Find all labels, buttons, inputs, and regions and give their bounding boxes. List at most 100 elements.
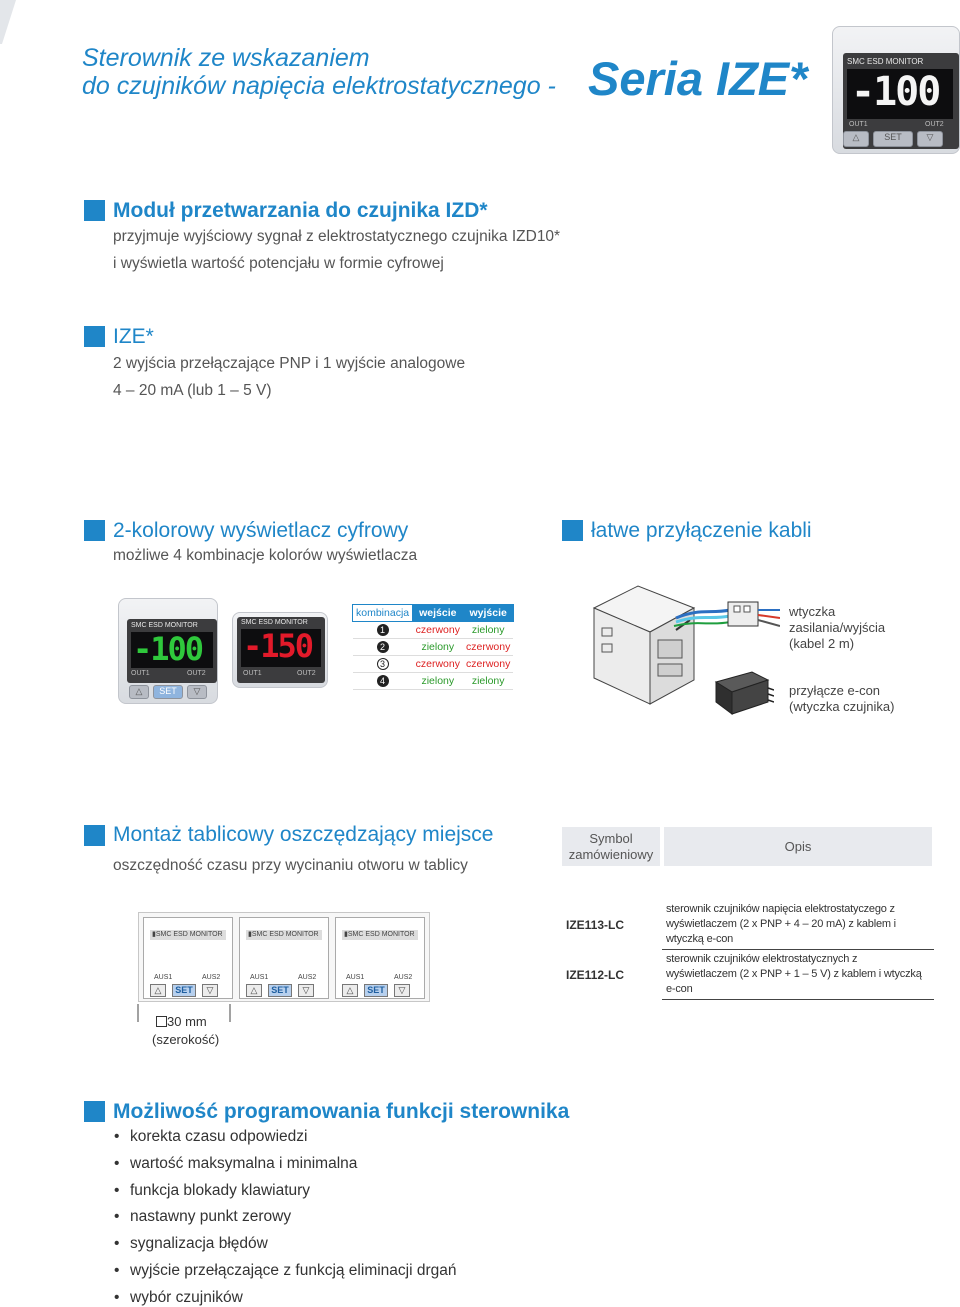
- dimension-label: 30 mm: [156, 1014, 207, 1029]
- econ-label-line1: przyłącze e-con: [789, 683, 881, 698]
- order-code: IZE113-LC: [566, 917, 625, 932]
- color-combination-table: kombinacja wejście wyjście 1 czerwony zi…: [351, 604, 514, 690]
- table-row: 1 czerwony zielony: [352, 621, 514, 639]
- series-title: Seria IZE*: [588, 52, 808, 105]
- display-heading: 2-kolorowy wyświetlacz cyfrowy: [113, 519, 409, 542]
- order-desc: sterownik czujników elektrostatycznych z…: [662, 949, 934, 1000]
- out1-label: OUT1: [849, 121, 868, 128]
- section-marker: [84, 200, 105, 221]
- dimension-line: [137, 1004, 231, 1022]
- list-item: wybór czujników: [112, 1285, 457, 1307]
- aus1-label: AUS1: [250, 974, 269, 981]
- lcd-display-green: -100: [133, 630, 204, 668]
- module-text-line2: i wyświetla wartość potencjału w formie …: [113, 255, 444, 272]
- table-row: 3 czerwony czerwony: [352, 655, 514, 673]
- table-row: IZE113-LC sterownik czujników napięcia e…: [562, 900, 934, 950]
- table-header: wyjście: [462, 604, 514, 622]
- input-color: czerwony: [412, 655, 463, 673]
- econ-label: przyłącze e-con (wtyczka czujnika): [789, 683, 894, 715]
- panel-text-line1: oszczędność czasu przy wycinaniu otworu …: [113, 857, 468, 874]
- combination-number: 1: [376, 624, 389, 636]
- plug-label-line2: zasilania/wyjścia: [789, 620, 886, 635]
- up-button: △: [150, 984, 166, 997]
- plug-label: wtyczka zasilania/wyjścia (kabel 2 m): [789, 604, 885, 652]
- table-header: kombinacja: [351, 604, 414, 622]
- out2-label: OUT2: [925, 121, 944, 128]
- feature-list: korekta czasu odpowiedzi wartość maksyma…: [112, 1124, 457, 1307]
- order-desc: sterownik czujników napięcia elektrostat…: [662, 900, 934, 950]
- corner-decoration: [0, 0, 16, 44]
- aus2-label: AUS2: [202, 974, 221, 981]
- output-color: czerwony: [462, 638, 514, 656]
- input-color: zielony: [412, 672, 463, 690]
- econ-connector-drawing: [714, 671, 774, 715]
- econ-label-line2: (wtyczka czujnika): [789, 699, 895, 714]
- model-label: ESD MONITOR: [867, 57, 924, 66]
- set-button: SET: [364, 984, 388, 997]
- list-item: sygnalizacja błędów: [112, 1231, 457, 1258]
- up-button: △: [342, 984, 358, 997]
- combination-number: 4: [376, 675, 389, 687]
- list-item: funkcja blokady klawiatury: [112, 1178, 457, 1205]
- table-header: wejście: [412, 604, 464, 622]
- program-heading: Możliwość programowania funkcji sterowni…: [113, 1100, 570, 1123]
- combination-number: 3: [376, 658, 389, 670]
- input-color: czerwony: [412, 621, 463, 639]
- order-code: IZE112-LC: [566, 967, 625, 982]
- set-button: SET: [172, 984, 196, 997]
- combination-number: 2: [376, 641, 389, 653]
- section-marker: [84, 1101, 105, 1122]
- down-button: ▽: [394, 984, 410, 997]
- output-color: zielony: [462, 621, 514, 639]
- up-button: △: [246, 984, 262, 997]
- down-button: ▽: [917, 131, 943, 147]
- panel-heading: Montaż tablicowy oszczędzający miejsce: [113, 823, 494, 846]
- output-color: zielony: [462, 672, 514, 690]
- lcd-display: -100: [851, 69, 941, 115]
- dimension-value: 30 mm: [167, 1014, 207, 1029]
- order-header-symbol: Symbol zamówieniowy: [562, 827, 664, 866]
- table-row: IZE112-LC sterownik czujników elektrosta…: [562, 949, 934, 1000]
- page-title-line2: do czujników napięcia elektrostatycznego…: [82, 72, 556, 100]
- table-row: 4 zielony zielony: [352, 672, 514, 690]
- output-color: czerwony: [462, 655, 514, 673]
- up-button: △: [843, 131, 869, 147]
- outputs-text-line1: 2 wyjścia przełączające PNP i 1 wyjście …: [113, 355, 466, 372]
- section-marker: [84, 520, 105, 541]
- aus2-label: AUS2: [394, 974, 413, 981]
- module-text-line1: przyjmuje wyjściowy sygnał z elektrostat…: [113, 228, 561, 245]
- cables-heading: łatwe przyłączenie kabli: [591, 519, 812, 542]
- display-text-line1: możliwe 4 kombinacje kolorów wyświetlacz…: [113, 547, 418, 564]
- section-marker: [562, 520, 583, 541]
- cable-connection-drawing: [592, 585, 780, 705]
- section-marker: [84, 825, 105, 846]
- aus1-label: AUS1: [154, 974, 173, 981]
- set-button: SET: [873, 131, 913, 147]
- input-color: zielony: [412, 638, 463, 656]
- list-item: wyjście przełączające z funkcją eliminac…: [112, 1258, 457, 1285]
- panel-buttons-row: △ SET ▽ △ SET ▽ △ SET ▽: [142, 982, 430, 1002]
- outputs-heading: IZE*: [113, 325, 154, 348]
- device-image-large: SMC ESD MONITOR -100 OUT1 OUT2 △ SET ▽: [832, 26, 960, 154]
- order-table: Symbol zamówieniowy Opis IZE113-LC stero…: [562, 827, 936, 1000]
- down-button: ▽: [298, 984, 314, 997]
- order-header-desc: Opis: [662, 827, 936, 866]
- plug-label-line3: (kabel 2 m): [789, 636, 855, 651]
- section-marker: [84, 326, 105, 347]
- plug-label-line1: wtyczka: [789, 604, 836, 619]
- page-title-line1: Sterownik ze wskazaniem: [82, 44, 370, 72]
- table-row: 2 zielony czerwony: [352, 638, 514, 656]
- outputs-text-line2: 4 – 20 mA (lub 1 – 5 V): [113, 382, 272, 399]
- set-button: SET: [268, 984, 292, 997]
- lcd-display-red: -150: [243, 627, 314, 665]
- aus1-label: AUS1: [346, 974, 365, 981]
- aus2-label: AUS2: [298, 974, 317, 981]
- device-image-red: SMC ESD MONITOR -150 OUT1 OUT2: [232, 612, 328, 688]
- list-item: wartość maksymalna i minimalna: [112, 1151, 457, 1178]
- down-button: ▽: [202, 984, 218, 997]
- device-image-green: SMC ESD MONITOR -100 OUT1 OUT2 △ SET ▽: [118, 598, 218, 704]
- module-heading: Moduł przetwarzania do czujnika IZD*: [113, 199, 488, 222]
- dimension-note: (szerokość): [152, 1032, 220, 1047]
- list-item: korekta czasu odpowiedzi: [112, 1124, 457, 1151]
- brand-logo: SMC: [847, 57, 865, 66]
